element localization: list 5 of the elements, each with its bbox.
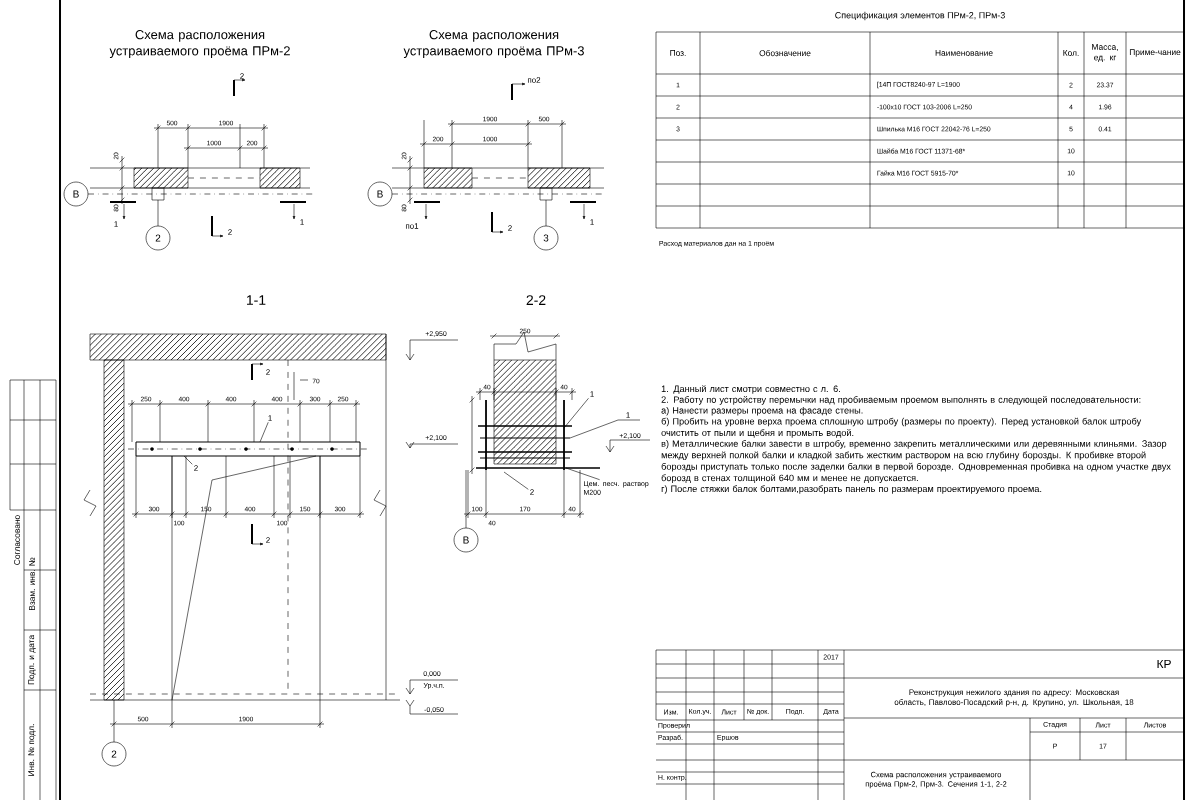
leader-line bbox=[563, 397, 589, 429]
leader-line bbox=[259, 421, 269, 443]
leader-line bbox=[183, 455, 193, 465]
leader-line bbox=[565, 467, 600, 481]
leader-line bbox=[503, 471, 529, 490]
